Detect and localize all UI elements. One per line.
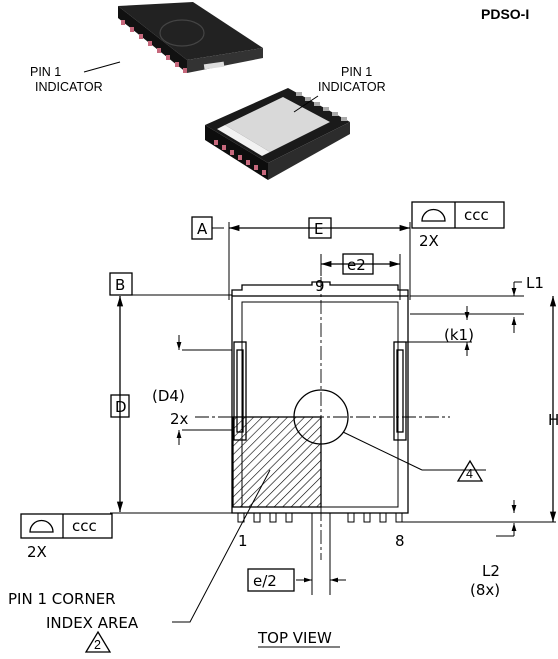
- dim-d: D: [115, 398, 127, 416]
- tolerance-frame-top: [411, 201, 505, 229]
- note-2-marker: 2: [94, 638, 101, 652]
- dim-d4: (D4): [152, 387, 185, 405]
- tolerance-top-count: 2X: [419, 232, 439, 250]
- dim-l1: L1: [526, 274, 544, 292]
- pin1-indicator-left-line2: INDICATOR: [35, 80, 103, 94]
- note-4-marker: 4: [466, 467, 473, 481]
- pin-9-label: 9: [315, 277, 325, 295]
- pin1-indicator-right-line2: INDICATOR: [318, 80, 386, 94]
- tolerance-left-count: 2X: [27, 543, 47, 561]
- pin1-area-line1: PIN 1 CORNER: [8, 590, 116, 608]
- dim-e: E: [314, 220, 323, 238]
- package-photo-bottom: [205, 88, 350, 180]
- dim-e2: e2: [347, 256, 366, 274]
- datum-b: B: [115, 276, 125, 294]
- view-title: TOP VIEW: [257, 629, 332, 647]
- dim-e-half: e/2: [253, 572, 277, 590]
- pin-8-label: 8: [395, 532, 405, 550]
- package-photo-top: [118, 2, 263, 73]
- dim-l2-count: (8x): [470, 581, 500, 599]
- tolerance-frame-left: [20, 513, 113, 539]
- tolerance-left-value: ccc: [72, 517, 97, 535]
- package-code: PDSO-I: [481, 6, 529, 22]
- datum-a: A: [197, 220, 208, 238]
- pin1-indicator-right-line1: PIN 1: [341, 65, 372, 79]
- pin1-indicator-left-line1: PIN 1: [30, 65, 61, 79]
- dim-l2: L2: [482, 562, 500, 580]
- package-outline: [110, 281, 409, 523]
- pin1-area-line2: INDEX AREA: [46, 614, 139, 632]
- pin-1-label: 1: [238, 532, 248, 550]
- dim-h: H: [548, 411, 558, 429]
- dim-k1: (k1): [444, 326, 474, 344]
- tolerance-top-value: ccc: [464, 206, 489, 224]
- dim-d4-count: 2x: [170, 410, 189, 428]
